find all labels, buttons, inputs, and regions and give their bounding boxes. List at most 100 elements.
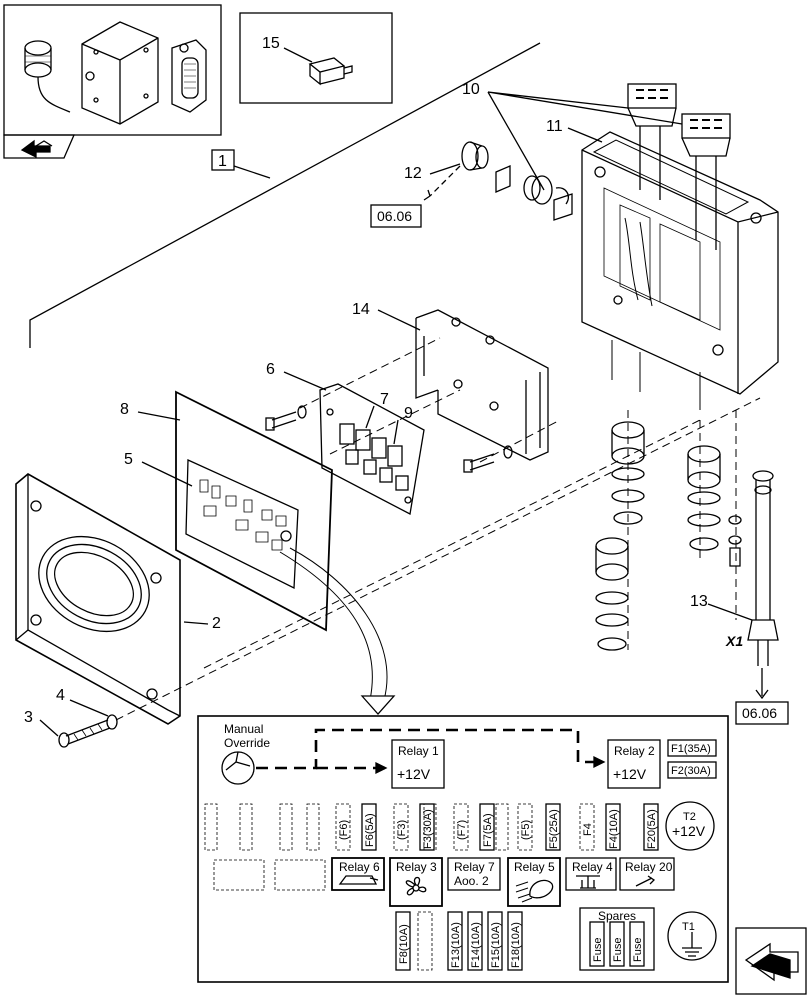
- spare-fuse-3: [629, 921, 645, 967]
- screw-bottom: [463, 445, 513, 473]
- empty-fuse-slots-row1: [204, 803, 509, 851]
- connector-tag-x1: X1: [725, 633, 743, 649]
- ref-bottom-label: 06.06: [742, 705, 777, 721]
- spare-fuse-2: [609, 921, 625, 967]
- spare-fuse-1: [589, 921, 605, 967]
- relay-1-voltage: +12V: [397, 766, 431, 782]
- fuse-label-f3-empty: (F3): [396, 820, 408, 840]
- callout-10: 10: [462, 81, 480, 98]
- relay-20-icon: [635, 875, 656, 887]
- spares-box: [579, 907, 655, 971]
- relay-panel: [197, 715, 729, 983]
- fuse-label-f8: F8(10A): [398, 924, 410, 964]
- relay-1-box: [391, 739, 445, 789]
- fuse-label-f5-empty: (F5): [520, 820, 532, 840]
- relay-6-icon: [338, 875, 379, 885]
- override-switch-icon: [221, 751, 255, 785]
- relay-connector-top-left: [627, 83, 677, 200]
- callout-9: 9: [404, 405, 413, 422]
- relay-7-label: Relay 7: [454, 860, 495, 874]
- callout-4: 4: [56, 687, 65, 704]
- spares-title: Spares: [598, 909, 636, 923]
- fuse-label-f7: F7(5A): [482, 813, 494, 847]
- fuse-label-f6: F6(5A): [364, 813, 376, 847]
- fuse-label-f4: F4(10A): [608, 809, 620, 849]
- fuse-part-box: 15: [239, 12, 393, 104]
- relay-7-sub: Aoo. 2: [454, 874, 489, 888]
- fuse-row-1: [335, 803, 659, 851]
- nav-arrow-icon: [20, 139, 53, 159]
- module-box-icon: [81, 21, 159, 125]
- fuse-f1-box: [667, 739, 717, 757]
- circular-connector: [495, 165, 573, 221]
- cable-13: [728, 470, 779, 666]
- fuse-label-f5: F5(25A): [548, 809, 560, 849]
- spare-fuse-2-label: Fuse: [612, 938, 624, 962]
- fuse-label-f6-empty: (F6): [338, 820, 350, 840]
- manual-label-line1: Manual: [224, 722, 263, 736]
- fuse-label-f14: F14(10A): [470, 922, 482, 968]
- fuse-label-f7-empty: (F7): [456, 820, 468, 840]
- t2-label: T2: [683, 811, 696, 823]
- callout-11: 11: [546, 118, 563, 135]
- bezel-frame: [15, 473, 181, 725]
- fuse-f2-label: F2(30A): [671, 765, 711, 777]
- round-connector-b: [687, 445, 721, 551]
- spare-fuse-1-label: Fuse: [592, 938, 604, 962]
- t2-voltage: +12V: [672, 823, 706, 839]
- t1-ground-terminal: [667, 911, 717, 961]
- fan-icon: [405, 876, 427, 896]
- fuse-f1-label: F1(35A): [671, 743, 711, 755]
- relay-6-box: [331, 857, 385, 891]
- fuse-f2-box: [667, 761, 717, 779]
- headlight-icon: [515, 879, 554, 903]
- relay-5-label: Relay 5: [514, 860, 555, 874]
- callout-13: 13: [690, 593, 708, 610]
- relay-3-label: Relay 3: [396, 860, 437, 874]
- relay-6-label: Relay 6: [339, 860, 380, 874]
- callout-6: 6: [266, 361, 275, 378]
- fuse-part-label: 15: [262, 35, 280, 52]
- relay-2-voltage: +12V: [613, 766, 647, 782]
- callout-3: 3: [24, 709, 33, 726]
- gasket-8: [175, 390, 333, 632]
- relay-4-box: [565, 857, 617, 891]
- round-connector-a: [611, 421, 645, 525]
- callout-8: 8: [120, 401, 129, 418]
- relay-20-label: Relay 20: [625, 860, 673, 874]
- fuse-f14: [467, 911, 483, 971]
- relay-7-box: [447, 857, 501, 891]
- t2-terminal: [665, 801, 715, 851]
- ref-tag-1-label: 1: [218, 153, 227, 170]
- ref-top-label: 06.06: [377, 208, 412, 224]
- callout-7: 7: [380, 391, 389, 408]
- relay-2-label: Relay 2: [614, 744, 655, 758]
- inset-box: [3, 4, 222, 159]
- sensor-icon: [24, 40, 71, 113]
- relay-4-icon: [576, 875, 600, 889]
- fuse-f8: [395, 911, 411, 971]
- callout-12: 12: [404, 165, 422, 182]
- callout-5: 5: [124, 451, 133, 468]
- relay-5-box: [507, 857, 561, 907]
- fuse-label-f3: F3(30A): [422, 809, 434, 849]
- ref-top-box: [370, 204, 422, 228]
- relay-3-box: [389, 857, 443, 907]
- t1-label: T1: [682, 921, 695, 933]
- fuse-label-f15: F15(10A): [490, 922, 502, 968]
- next-page-arrow[interactable]: [735, 927, 807, 995]
- relay-1-label: Relay 1: [398, 744, 439, 758]
- ref-tag-1: [211, 149, 235, 171]
- fuse-f15: [487, 911, 503, 971]
- ground-icon: [682, 932, 702, 957]
- connector-icon: [171, 39, 207, 113]
- fuse-label-f4-empty: F4: [582, 823, 594, 836]
- fuse-label-f20: F20(5A): [646, 809, 658, 849]
- ref-bottom-box: [735, 701, 789, 725]
- relay-connector-top-right: [681, 113, 731, 250]
- round-connector-c: [595, 537, 629, 651]
- screw-3: [58, 719, 111, 748]
- fuse-empty-row3: [417, 911, 433, 971]
- label-sheet-5: [185, 459, 299, 590]
